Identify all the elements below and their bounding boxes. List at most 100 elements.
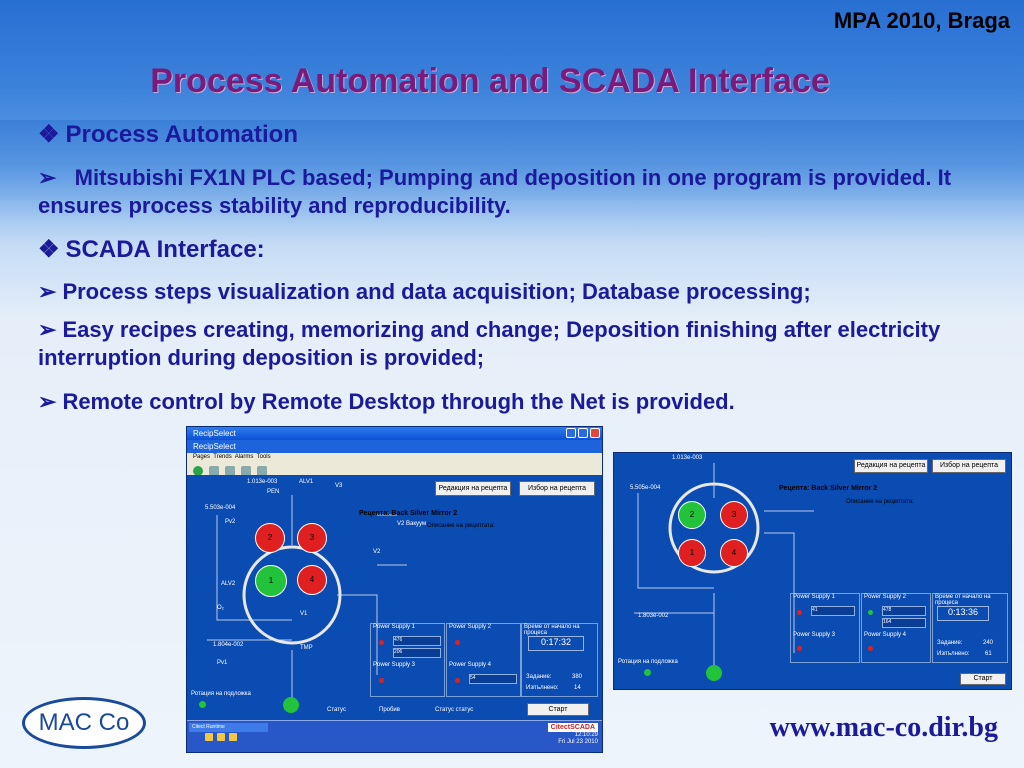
ps2-1-field[interactable]: 41 (811, 606, 855, 616)
arrow-bullet-icon: ➢ (38, 279, 57, 304)
bullet-remote: ➢Remote control by Remote Desktop throug… (38, 389, 735, 414)
recipe-label-2: Рецепта: Back Silver Mirror 2 (779, 485, 878, 492)
process-piping-2 (634, 463, 814, 673)
home-icon[interactable] (257, 465, 267, 476)
ps2-panel-1: Power Supply 1 41 Power Supply 3 (790, 593, 860, 663)
arrow-bullet-icon: ➢ (38, 317, 57, 342)
recipe-description-label: Описание на рецептата: (427, 523, 495, 529)
folder-icon (205, 733, 213, 741)
v1-label: V1 (300, 611, 308, 617)
tray-icons (205, 733, 237, 741)
back-icon[interactable] (193, 465, 203, 476)
v2-vacuum-label: V2 Вакуум (397, 521, 427, 527)
chamber2-2[interactable]: 1 (678, 539, 706, 567)
chamber-4[interactable]: 4 (297, 565, 327, 595)
ps2-4-title: Power Supply 4 (864, 632, 907, 638)
menu-alarms[interactable]: Alarms (234, 454, 254, 460)
ps1-field-a[interactable]: 476 (393, 636, 441, 646)
chamber2-1[interactable]: 2 (678, 501, 706, 529)
setpoint-label: Задание: (526, 674, 552, 680)
subtitle: RecipSelect (193, 442, 236, 451)
gauge-label-3: 1.804e-002 (213, 642, 244, 648)
ps2-2-field-b[interactable]: 164 (882, 618, 926, 628)
ps2-led (455, 640, 460, 645)
elapsed-time-2: 0:13:36 (937, 606, 989, 621)
section-heading-automation: ❖Process Automation (38, 121, 299, 148)
window-titlebar: RecipSelect (187, 427, 602, 440)
bullet-recipes: ➢Easy recipes creating, memorizing and c… (38, 317, 941, 370)
ps4-led (455, 678, 460, 683)
ps2-2-field-a[interactable]: 478 (882, 606, 926, 616)
subtitle-bar: RecipSelect (187, 440, 602, 453)
process-time-panel: Време от начало на процеса 0:17:32 Задан… (521, 623, 598, 697)
website-url[interactable]: www.mac-co.dir.bg (769, 712, 998, 743)
setpoint-value: 380 (572, 674, 583, 680)
start-button[interactable]: Старт (527, 703, 589, 716)
rotation-led (199, 701, 206, 708)
alv2-label: ALV2 (221, 581, 236, 587)
pv1-label: Рv1 (217, 660, 228, 666)
ps2-2-title: Power Supply 2 (864, 594, 907, 600)
diamond-bullet-icon: ❖ (38, 121, 60, 148)
header-stripe (0, 120, 1024, 200)
maximize-icon[interactable] (578, 428, 588, 438)
setpoint-label-2: Задание: (937, 640, 963, 646)
gauge2-label-2: 5.505e-004 (630, 485, 661, 491)
citect-logo: CitectSCADA (547, 723, 598, 732)
done-label-2: Изпълнено: (937, 651, 970, 657)
chamber2-3[interactable]: 3 (720, 501, 748, 529)
power-supply-2-panel: Power Supply 2 Power Supply 4 54 (446, 623, 521, 697)
mac-co-logo: MAC Co (22, 697, 146, 749)
ps1-led (379, 640, 384, 645)
time-label: Време от начало на процеса (524, 624, 580, 636)
chamber-1[interactable]: 1 (255, 565, 287, 597)
recipe-label: Рецепта: Back Silver Mirror 2 (359, 510, 458, 517)
ps1-field-b[interactable]: 206 (393, 648, 441, 658)
rotation-led-2 (644, 669, 651, 676)
ps2-3-title: Power Supply 3 (793, 632, 836, 638)
ps2-2-led (868, 610, 873, 615)
edit-recipe-button-2[interactable]: Редакция на рецепта (854, 459, 928, 473)
pump-2 (706, 665, 722, 681)
print-icon[interactable] (241, 465, 251, 476)
ps3-led (379, 678, 384, 683)
power-label: Пробив (379, 707, 400, 713)
chamber2-4[interactable]: 4 (720, 539, 748, 567)
status-label: Статус (327, 707, 346, 713)
ps2-4-led (868, 646, 873, 651)
taskbar-item[interactable]: Citect Runtime (189, 723, 268, 732)
ps3-title: Power Supply 3 (373, 662, 416, 668)
minimize-icon[interactable] (566, 428, 576, 438)
gauge2-label-3: 1.803e-002 (638, 613, 669, 619)
pv2-label: Рv2 (225, 519, 236, 525)
setpoint-value-2: 240 (983, 640, 994, 646)
close-icon[interactable] (590, 428, 600, 438)
rotation-label: Ротация на подложка (191, 691, 251, 697)
menu-tools[interactable]: Tools (256, 454, 271, 460)
forward-icon[interactable] (209, 465, 219, 476)
arrow-bullet-icon: ➢ (38, 165, 57, 190)
slide-title: Process Automation and SCADA Interface (150, 62, 830, 100)
status2-label: Статус статус (435, 707, 474, 713)
recipe-name: Back Silver Mirror 2 (391, 510, 458, 517)
edit-recipe-button[interactable]: Редакция на рецепта (435, 481, 511, 496)
ps2-1-title: Power Supply 1 (793, 594, 836, 600)
page-icon[interactable] (225, 465, 235, 476)
select-recipe-button[interactable]: Избор на рецепта (519, 481, 595, 496)
menu-pages[interactable]: Pages (193, 454, 211, 460)
v2-label: V2 (373, 549, 381, 555)
warning-icon (229, 733, 237, 741)
arrow-bullet-icon: ➢ (38, 389, 57, 414)
select-recipe-button-2[interactable]: Избор на рецепта (932, 459, 1006, 473)
menu-trends[interactable]: Trends (213, 454, 232, 460)
elapsed-time: 0:17:32 (528, 636, 584, 651)
chamber-2[interactable]: 2 (255, 523, 285, 553)
recipe-name-2: Back Silver Mirror 2 (811, 485, 878, 492)
ps4-field-a[interactable]: 54 (469, 674, 517, 684)
ps2-3-led (797, 646, 802, 651)
ps2-1-led (797, 610, 802, 615)
chamber-3[interactable]: 3 (297, 523, 327, 553)
start-button-2[interactable]: Старт (960, 673, 1006, 685)
gauge2-label-1: 1.013e-003 (672, 455, 703, 461)
